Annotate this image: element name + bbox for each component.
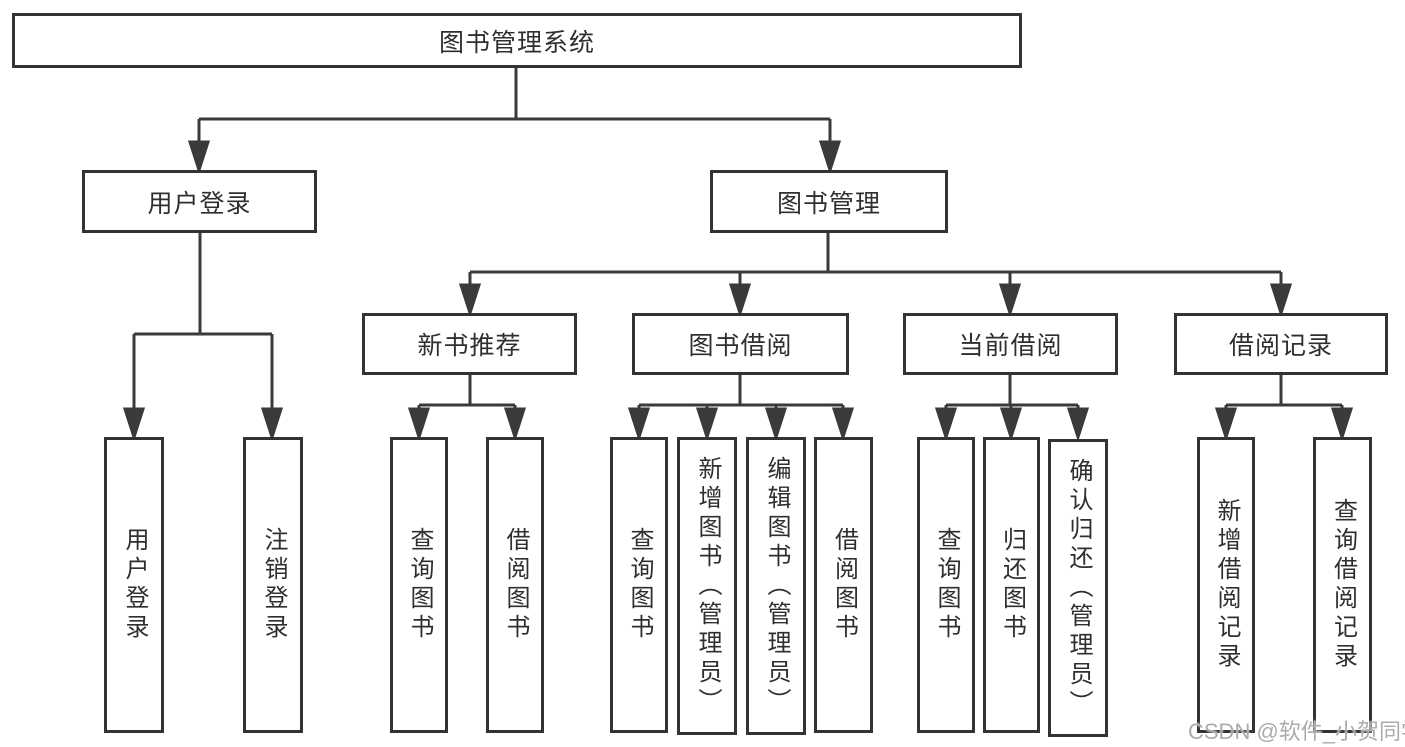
arrow-down-icon <box>260 407 284 442</box>
watermark: CSDN @软件_小贺同学 <box>1188 719 1405 744</box>
leaf-edit-book-admin: 编辑图书（管理员） <box>746 437 806 735</box>
node-book-management: 图书管理 <box>710 170 948 233</box>
leaf-query-books-recommend: 查询图书 <box>390 437 448 733</box>
arrow-down-icon <box>503 407 527 442</box>
arrow-down-icon <box>999 407 1023 442</box>
arrow-down-icon <box>458 283 482 318</box>
leaf-borrow-books-recommend: 借阅图书 <box>486 437 544 733</box>
leaf-query-borrow-record: 查询借阅记录 <box>1313 437 1372 733</box>
arrow-down-icon <box>831 407 855 442</box>
arrow-down-icon <box>764 407 788 442</box>
connector-curborrow-to-leaves <box>934 375 1090 442</box>
arrow-down-icon <box>407 407 431 442</box>
leaf-user-login: 用户登录 <box>104 437 164 733</box>
arrow-down-icon <box>695 407 719 442</box>
node-borrowing-records: 借阅记录 <box>1174 313 1388 375</box>
node-user-login: 用户登录 <box>82 170 317 233</box>
arrow-down-icon <box>1066 407 1090 442</box>
arrow-down-icon <box>1330 407 1354 442</box>
connector-userlogin-to-leaves <box>122 233 284 442</box>
leaf-add-borrow-record: 新增借阅记录 <box>1197 437 1255 733</box>
arrow-down-icon <box>998 283 1022 318</box>
node-new-book-recommendation: 新书推荐 <box>362 313 577 375</box>
arrow-down-icon <box>187 140 211 175</box>
connector-records-to-leaves <box>1214 375 1354 442</box>
connector-bookmgmt-to-level3 <box>458 233 1293 318</box>
connector-bookborrow-to-leaves <box>627 375 855 442</box>
arrow-down-icon <box>934 407 958 442</box>
connector-root-to-level2 <box>187 68 842 175</box>
leaf-confirm-return-admin: 确认归还（管理员） <box>1048 439 1108 737</box>
connector-newrec-to-leaves <box>407 375 527 442</box>
leaf-return-books: 归还图书 <box>983 437 1040 733</box>
arrow-down-icon <box>1269 283 1293 318</box>
arrow-down-icon <box>728 283 752 318</box>
arrow-down-icon <box>122 407 146 442</box>
leaf-borrow-books: 借阅图书 <box>814 437 873 733</box>
arrow-down-icon <box>627 407 651 442</box>
leaf-query-books-current: 查询图书 <box>917 437 975 733</box>
node-book-borrowing: 图书借阅 <box>632 313 849 375</box>
leaf-logout: 注销登录 <box>243 437 303 733</box>
arrow-down-icon <box>1214 407 1238 442</box>
arrow-down-icon <box>818 140 842 175</box>
leaf-query-books-borrow: 查询图书 <box>610 437 668 733</box>
node-library-management-system: 图书管理系统 <box>12 13 1022 68</box>
leaf-add-book-admin: 新增图书（管理员） <box>677 437 737 735</box>
node-current-borrowing: 当前借阅 <box>903 313 1118 375</box>
